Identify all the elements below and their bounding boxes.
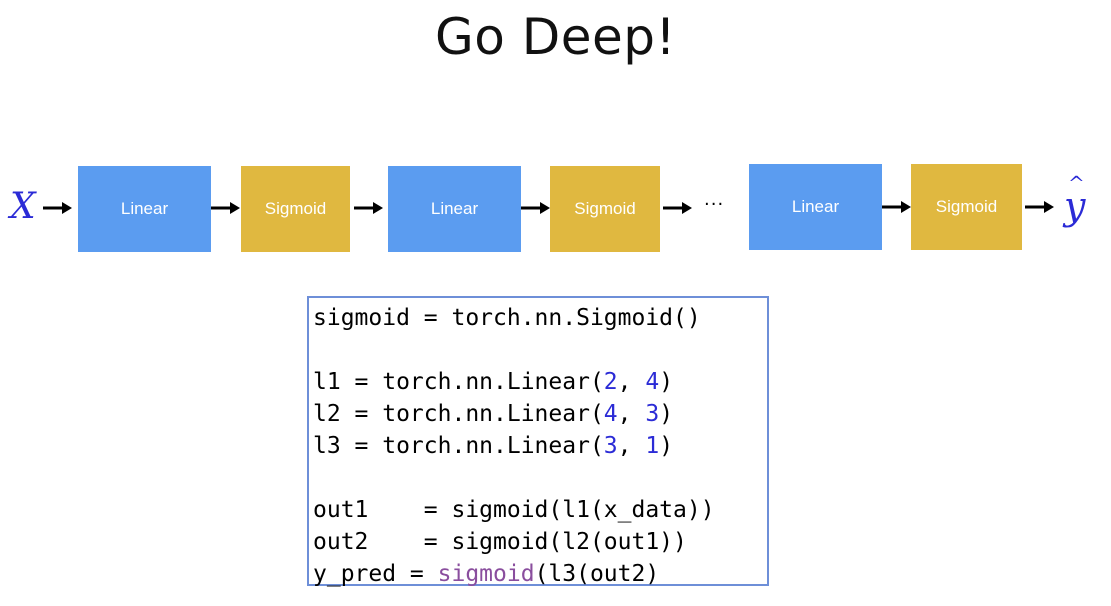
- sigmoid-block-1: Sigmoid: [241, 166, 350, 252]
- code-text: ): [659, 433, 674, 459]
- output-hat: ^: [1068, 171, 1085, 195]
- code-line: out2 = sigmoid(l2(out1)): [313, 526, 715, 558]
- code-line-blank: [313, 462, 715, 494]
- arrow-icon: [211, 202, 240, 214]
- code-number: 1: [645, 433, 660, 459]
- code-line: out1 = sigmoid(l1(x_data)): [313, 494, 715, 526]
- code-line: l3 = torch.nn.Linear(3, 1): [313, 430, 715, 462]
- code-line: sigmoid = torch.nn.Sigmoid(): [313, 302, 715, 334]
- sigmoid-block-2: Sigmoid: [550, 166, 660, 252]
- code-text: ): [659, 369, 674, 395]
- code-text: out1 = sigmoid(l1(x_data)): [313, 497, 715, 523]
- code-text: ,: [617, 401, 646, 427]
- code-number: 3: [645, 401, 660, 427]
- code-line: l2 = torch.nn.Linear(4, 3): [313, 398, 715, 430]
- arrow-icon: [354, 202, 383, 214]
- code-text: l2 = torch.nn.Linear(: [313, 401, 604, 427]
- code-text: l1 = torch.nn.Linear(: [313, 369, 604, 395]
- output-symbol: y: [1064, 184, 1086, 228]
- input-symbol: X: [10, 186, 36, 227]
- code-line: y_pred = sigmoid(l3(out2): [313, 558, 715, 590]
- arrow-icon: [882, 201, 911, 213]
- sigmoid-block-3: Sigmoid: [911, 164, 1022, 250]
- arrow-icon: [521, 202, 550, 214]
- code-text: out2 = sigmoid(l2(out1)): [313, 529, 687, 555]
- code-number: 4: [645, 369, 660, 395]
- code-text: ): [659, 401, 674, 427]
- code-block: sigmoid = torch.nn.Sigmoid() l1 = torch.…: [313, 302, 715, 590]
- code-text: sigmoid = torch.nn.Sigmoid(): [313, 305, 701, 331]
- code-line: l1 = torch.nn.Linear(2, 4): [313, 366, 715, 398]
- linear-block-1: Linear: [78, 166, 211, 252]
- code-text: l3 = torch.nn.Linear(: [313, 433, 604, 459]
- code-number: 4: [603, 401, 618, 427]
- network-pipeline: X Linear Sigmoid Linear Sigmoid ··· Line…: [0, 0, 1111, 300]
- linear-block-3: Linear: [749, 164, 882, 250]
- code-number: 3: [603, 433, 618, 459]
- code-line-blank: [313, 334, 715, 366]
- code-text: (l3(out2): [534, 561, 660, 587]
- code-function: sigmoid: [437, 561, 535, 587]
- arrow-icon: [43, 202, 72, 214]
- code-number: 2: [603, 369, 618, 395]
- arrow-icon: [1025, 201, 1054, 213]
- ellipsis: ···: [704, 194, 725, 215]
- code-text: y_pred =: [313, 561, 438, 587]
- arrow-icon: [663, 202, 692, 214]
- linear-block-2: Linear: [388, 166, 521, 252]
- page-title: Go Deep!: [434, 8, 677, 66]
- code-text: ,: [617, 433, 646, 459]
- code-box: sigmoid = torch.nn.Sigmoid() l1 = torch.…: [307, 296, 769, 587]
- code-text: ,: [617, 369, 646, 395]
